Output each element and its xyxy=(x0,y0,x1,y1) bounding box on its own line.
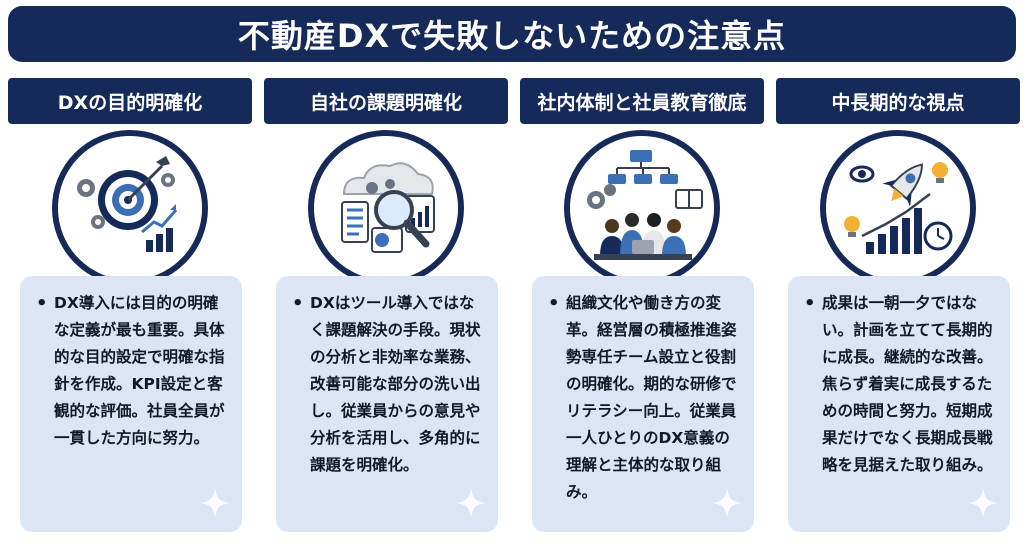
sparkle-icon xyxy=(968,488,998,518)
column-dx-purpose: DXの目的明確化 DX導入には目的の明確な定義が最も重要。具体的な目的設定で明確… xyxy=(8,78,252,538)
sparkle-icon xyxy=(456,488,486,518)
title-banner: 不動産DXで失敗しないための注意点 xyxy=(8,6,1016,62)
card-text: 成果は一朝一夕ではない。計画を立てて長期的に成長。継続的な改善。焦らず着実に成長… xyxy=(804,290,1000,479)
content-card: DX導入には目的の明確な定義が最も重要。具体的な目的設定で明確な指針を作成。KP… xyxy=(20,276,242,532)
card-text: 組織文化や働き方の変革。経営層の積極推進姿勢専任チーム設立と役割の明確化。期的な… xyxy=(548,290,744,506)
team-meeting-icon xyxy=(564,130,720,286)
sparkle-icon xyxy=(200,488,230,518)
column-heading: 中長期的な視点 xyxy=(831,91,965,114)
column-header: 自社の課題明確化 xyxy=(264,78,508,124)
column-heading: 社内体制と社員教育徹底 xyxy=(537,91,747,114)
column-header: 中長期的な視点 xyxy=(776,78,1020,124)
column-heading: DXの目的明確化 xyxy=(57,91,203,114)
sparkle-icon xyxy=(712,488,742,518)
page-title: 不動産DXで失敗しないための注意点 xyxy=(237,17,787,55)
column-organization-training: 社内体制と社員教育徹底 組織文化や働き方の変革。経営層の積極推進姿勢専任チーム設… xyxy=(520,78,764,538)
column-header: 社内体制と社員教育徹底 xyxy=(520,78,764,124)
card-text: DXはツール導入ではなく課題解決の手段。現状の分析と非効率な業務、改善可能な部分… xyxy=(292,290,488,479)
content-card: DXはツール導入ではなく課題解決の手段。現状の分析と非効率な業務、改善可能な部分… xyxy=(276,276,498,532)
column-long-term: 中長期的な視点 成果は一朝一夕ではない。計画を立てて長期的に成長。継続的な改善。… xyxy=(776,78,1020,538)
rocket-growth-icon xyxy=(820,130,976,286)
column-header: DXの目的明確化 xyxy=(8,78,252,124)
column-company-issues: 自社の課題明確化 DXはツール導入ではなく課題解決の手段。現状の分析と非効率な業… xyxy=(264,78,508,538)
column-heading: 自社の課題明確化 xyxy=(309,91,462,114)
content-card: 組織文化や働き方の変革。経営層の積極推進姿勢専任チーム設立と役割の明確化。期的な… xyxy=(532,276,754,532)
card-text: DX導入には目的の明確な定義が最も重要。具体的な目的設定で明確な指針を作成。KP… xyxy=(36,290,232,452)
content-card: 成果は一朝一夕ではない。計画を立てて長期的に成長。継続的な改善。焦らず着実に成長… xyxy=(788,276,1010,532)
target-icon xyxy=(52,130,208,286)
magnifier-analysis-icon xyxy=(308,130,464,286)
